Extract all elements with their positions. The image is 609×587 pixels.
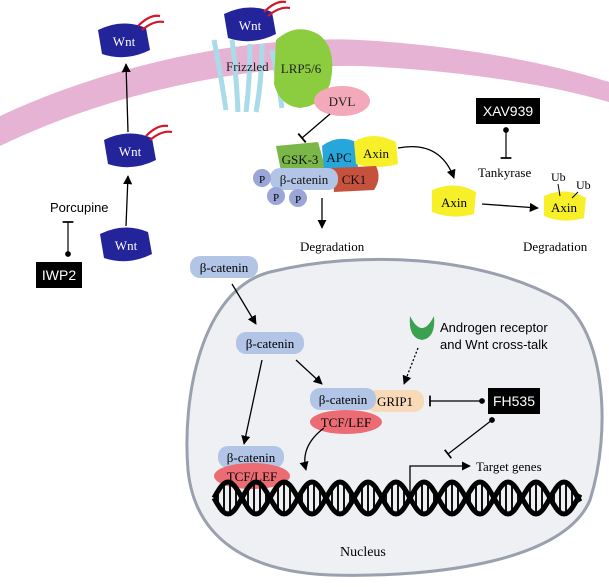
lrp-receptor	[274, 29, 333, 109]
arrow-catenin-to-grip1	[295, 359, 323, 385]
tankyrase-label: Tankyrase	[478, 165, 531, 180]
androgen-receptor-icon	[409, 316, 435, 340]
transcription-arrow	[409, 461, 471, 494]
svg-text:β-catenin: β-catenin	[200, 260, 249, 275]
tcf-lef-active	[310, 410, 382, 434]
svg-text:β-catenin: β-catenin	[246, 336, 295, 351]
phospho-1	[253, 169, 271, 187]
dvl	[314, 86, 370, 116]
axin-free	[432, 185, 476, 217]
lrp-label: LRP5/6	[281, 61, 322, 76]
xav939-box	[476, 98, 540, 124]
arrow-axin-release	[397, 146, 456, 179]
grip1	[366, 390, 424, 412]
degradation-label-left: Degradation	[300, 239, 365, 254]
beta-catenin-complex	[270, 168, 338, 190]
degradation-label-right: Degradation	[523, 239, 588, 254]
porcupine-label: Porcupine	[50, 200, 109, 215]
svg-text:Axin: Axin	[551, 200, 578, 215]
target-genes-label: Target genes	[476, 459, 542, 474]
svg-text:P: P	[259, 174, 265, 186]
dvl-label: DVL	[329, 94, 356, 109]
axin-complex	[354, 136, 398, 167]
gsk3	[276, 142, 326, 176]
arrow-androgen-crosstalk	[402, 347, 419, 385]
androgen-label-1: Androgen receptor	[440, 320, 548, 335]
fh535-box	[488, 388, 540, 414]
arrow-axin-ubiquitination	[481, 202, 539, 212]
xav939-label: XAV939	[483, 103, 534, 119]
iwp2-box	[36, 262, 82, 288]
wnt-ligand-bottom: Wnt	[100, 227, 152, 262]
wnt-ligand-receptor: Wnt	[224, 0, 291, 42]
arrow-wnt-secretion-upper	[121, 63, 131, 133]
beta-catenin-nuclear	[236, 332, 304, 354]
svg-text:Axin: Axin	[441, 195, 468, 210]
wnt-ligand-middle: Wnt	[104, 124, 173, 168]
svg-text:CK1: CK1	[342, 172, 367, 187]
svg-text:Wnt: Wnt	[113, 34, 136, 49]
fh535-inhibits-transcription	[444, 417, 495, 459]
arrow-catenin-to-tcf	[241, 359, 263, 445]
svg-text:APC: APC	[326, 150, 351, 165]
axin-ubiquitinated	[544, 191, 586, 221]
arrow-complex-to-dna	[299, 427, 325, 471]
phospho-2	[267, 187, 285, 205]
frizzled-receptor	[211, 39, 285, 113]
svg-text:Axin: Axin	[363, 146, 390, 161]
ck1	[332, 166, 379, 192]
svg-text:β-catenin: β-catenin	[227, 450, 276, 465]
svg-text:Wnt: Wnt	[115, 238, 138, 253]
androgen-label-2: and Wnt cross-talk	[440, 337, 548, 352]
svg-text:P: P	[273, 192, 279, 204]
phospho-3	[289, 189, 307, 207]
svg-text:β-catenin: β-catenin	[319, 392, 368, 407]
ub-label-1: Ub	[551, 170, 566, 184]
svg-text:P: P	[295, 194, 301, 206]
apc	[322, 138, 358, 170]
svg-text:TCF/LEF: TCF/LEF	[321, 415, 372, 430]
ub-label-2: Ub	[576, 178, 591, 192]
dna-helix	[211, 479, 583, 517]
wnt-ligand-top: Wnt	[98, 14, 165, 58]
fh535-label: FH535	[493, 393, 535, 409]
beta-catenin-dna-bound	[218, 446, 284, 468]
frizzled-label: Frizzled	[226, 59, 269, 74]
svg-text:GRIP1: GRIP1	[377, 394, 413, 409]
beta-catenin-active	[310, 388, 376, 410]
nucleus-label: Nucleus	[340, 545, 386, 560]
cell-membrane	[0, 39, 609, 146]
iwp2-label: IWP2	[42, 267, 76, 283]
svg-text:GSK-3: GSK-3	[282, 152, 319, 167]
dvl-inhibits-gsk3	[297, 113, 331, 144]
destruction-complex: GSK-3 APC Axin CK1 β-catenin P P P	[253, 136, 398, 207]
beta-catenin-cytoplasm	[190, 256, 258, 278]
svg-text:Wnt: Wnt	[119, 144, 142, 159]
arrow-catenin-nuclear-import	[231, 283, 257, 325]
arrow-wnt-secretion-lower	[123, 175, 133, 227]
svg-text:Wnt: Wnt	[239, 18, 262, 33]
svg-text:β-catenin: β-catenin	[280, 172, 329, 187]
svg-text:TCF/LEF: TCF/LEF	[227, 469, 278, 484]
